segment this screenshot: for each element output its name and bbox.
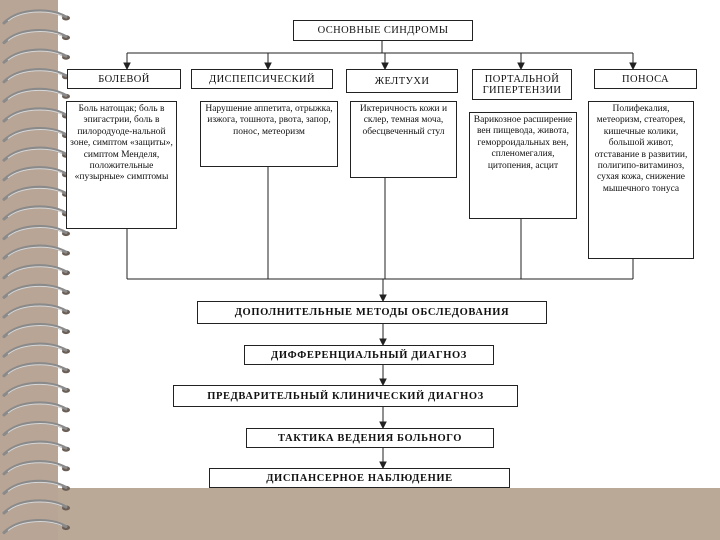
binder-ring-icon xyxy=(2,303,68,319)
binder-ring-highlight-icon xyxy=(7,70,63,81)
syndrome-header-pain: БОЛЕВОЙ xyxy=(67,69,181,89)
binder-ring-highlight-icon xyxy=(7,423,63,433)
binder-ring-icon xyxy=(2,205,68,221)
syndrome-name: ДИСПЕПСИЧЕСКИЙ xyxy=(209,73,315,85)
binder-ring-highlight-icon xyxy=(7,344,63,355)
binder-ring-icon xyxy=(2,342,68,358)
binder-ring-highlight-icon xyxy=(7,227,63,237)
syndrome-header-dyspeptic: ДИСПЕПСИЧЕСКИЙ xyxy=(191,69,333,89)
binder-ring-icon xyxy=(2,264,68,280)
binder-ring-highlight-icon xyxy=(7,383,63,394)
syndrome-name: ПОРТАЛЬНОЙ ГИПЕРТЕНЗИИ xyxy=(482,73,562,96)
binder-ring-icon xyxy=(2,48,68,64)
syndrome-description-jaundice: Иктеричность кожи и склер, темная моча, … xyxy=(350,101,457,178)
binder-ring-highlight-icon xyxy=(7,168,63,179)
binder-ring-highlight-icon xyxy=(7,481,63,492)
step-differential-diagnosis: ДИФФЕРЕНЦИАЛЬНЫЙ ДИАГНОЗ xyxy=(244,345,494,365)
binder-ring-highlight-icon xyxy=(7,521,63,531)
binder-ring-icon xyxy=(2,244,68,260)
binder-ring-icon xyxy=(2,185,68,201)
binder-ring-highlight-icon xyxy=(7,266,63,277)
spiral-binder-icon xyxy=(2,9,70,535)
binder-ring-highlight-icon xyxy=(7,109,63,120)
binder-ring-highlight-icon xyxy=(7,89,63,100)
binder-ring-highlight-icon xyxy=(7,148,63,159)
binder-ring-highlight-icon xyxy=(7,285,63,296)
binder-ring-icon xyxy=(2,479,68,495)
step-dispensary-observation: ДИСПАНСЕРНОЕ НАБЛЮДЕНИЕ xyxy=(209,468,510,488)
binder-ring-highlight-icon xyxy=(7,207,63,218)
binder-ring-icon xyxy=(2,381,68,397)
binder-ring-icon xyxy=(2,362,68,378)
binder-ring-icon xyxy=(2,126,68,143)
binder-ring-icon xyxy=(2,87,68,103)
syndrome-description: Полифекалия, метеоризм, стеаторея, кишеч… xyxy=(594,104,688,194)
step-label: ДИФФЕРЕНЦИАЛЬНЫЙ ДИАГНОЗ xyxy=(271,349,467,361)
binder-ring-icon xyxy=(2,68,68,84)
page-bottom-shadow xyxy=(58,488,720,540)
binder-ring-icon xyxy=(2,224,68,241)
syndrome-description-pain: Боль натощак; боль в эпигастрии, боль в … xyxy=(66,101,177,229)
syndrome-header-diarrhea: ПОНОСА xyxy=(594,69,697,89)
binder-ring-icon xyxy=(2,146,68,162)
binder-ring-highlight-icon xyxy=(7,364,63,375)
syndrome-description-portal: Варикозное расширение вен пищевода, живо… xyxy=(469,112,577,219)
binder-ring-highlight-icon xyxy=(7,501,63,512)
binder-ring-icon xyxy=(2,499,68,515)
syndrome-description: Нарушение аппетита, отрыжка, изжога, тош… xyxy=(205,104,333,137)
binder-ring-highlight-icon xyxy=(7,50,63,61)
syndrome-name: БОЛЕВОЙ xyxy=(98,73,150,85)
syndrome-description: Иктеричность кожи и склер, темная моча, … xyxy=(359,104,448,137)
binder-ring-highlight-icon xyxy=(7,31,63,41)
syndrome-description: Варикозное расширение вен пищевода, живо… xyxy=(473,115,573,171)
binder-ring-icon xyxy=(2,166,68,182)
binder-ring-icon xyxy=(2,401,68,417)
binder-ring-highlight-icon xyxy=(7,403,63,414)
binder-ring-highlight-icon xyxy=(7,442,63,453)
syndrome-description: Боль натощак; боль в эпигастрии, боль в … xyxy=(70,104,173,183)
syndrome-description-dyspeptic: Нарушение аппетита, отрыжка, изжога, тош… xyxy=(200,101,338,167)
binder-ring-highlight-icon xyxy=(7,187,63,198)
step-patient-management: ТАКТИКА ВЕДЕНИЯ БОЛЬНОГО xyxy=(246,428,494,448)
binder-ring-icon xyxy=(2,518,68,535)
step-label: ДИСПАНСЕРНОЕ НАБЛЮДЕНИЕ xyxy=(266,472,453,484)
syndrome-header-jaundice: ЖЕЛТУХИ xyxy=(346,69,458,93)
binder-ring-icon xyxy=(2,460,68,476)
binder-ring-highlight-icon xyxy=(7,129,63,139)
binder-ring-icon xyxy=(2,440,68,456)
syndrome-description-diarrhea: Полифекалия, метеоризм, стеаторея, кишеч… xyxy=(588,101,694,259)
step-label: ДОПОЛНИТЕЛЬНЫЕ МЕТОДЫ ОБСЛЕДОВАНИЯ xyxy=(234,307,510,318)
binder-ring-highlight-icon xyxy=(7,11,63,22)
binder-ring-highlight-icon xyxy=(7,246,63,257)
binder-ring-highlight-icon xyxy=(7,305,63,316)
binder-ring-icon xyxy=(2,420,68,437)
binder-ring-highlight-icon xyxy=(7,325,63,335)
step-label: ПРЕДВАРИТЕЛЬНЫЙ КЛИНИЧЕСКИЙ ДИАГНОЗ xyxy=(207,390,484,402)
binder-ring-icon xyxy=(2,283,68,299)
step-preliminary-diagnosis: ПРЕДВАРИТЕЛЬНЫЙ КЛИНИЧЕСКИЙ ДИАГНОЗ xyxy=(173,385,518,407)
binder-ring-highlight-icon xyxy=(7,462,63,473)
root-syndromes-box: ОСНОВНЫЕ СИНДРОМЫ xyxy=(293,20,473,41)
syndrome-name: ЖЕЛТУХИ xyxy=(374,75,430,87)
syndrome-header-portal: ПОРТАЛЬНОЙ ГИПЕРТЕНЗИИ xyxy=(472,69,572,100)
syndrome-name: ПОНОСА xyxy=(622,73,669,85)
binder-ring-icon xyxy=(2,28,68,45)
binder-ring-icon xyxy=(2,107,68,123)
binder-ring-icon xyxy=(2,9,68,25)
step-additional-methods: ДОПОЛНИТЕЛЬНЫЕ МЕТОДЫ ОБСЛЕДОВАНИЯ xyxy=(197,301,547,324)
binder-ring-icon xyxy=(2,322,68,339)
root-title: ОСНОВНЫЕ СИНДРОМЫ xyxy=(317,25,449,36)
step-label: ТАКТИКА ВЕДЕНИЯ БОЛЬНОГО xyxy=(277,432,463,444)
